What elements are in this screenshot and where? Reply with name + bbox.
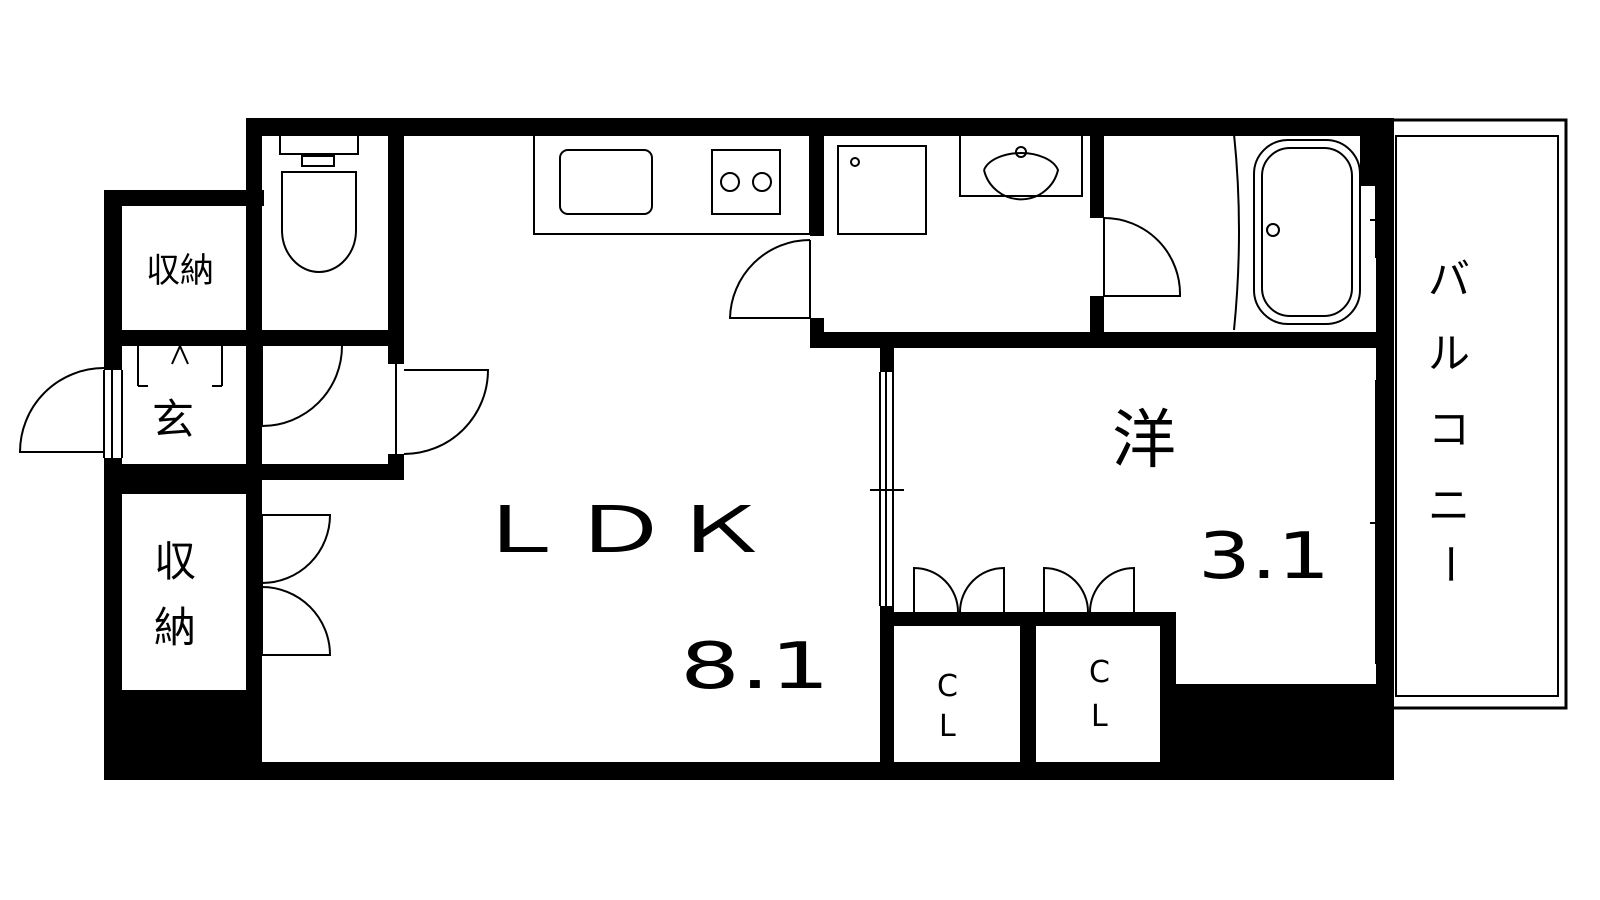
- door-closet-2b: [1089, 566, 1135, 613]
- stove-burner-1: [720, 172, 740, 192]
- wash-basin: [983, 152, 1060, 201]
- balcony-char-1: バ: [1428, 255, 1470, 304]
- bathtub-drain: [1266, 223, 1280, 237]
- balcony-char-4: ニ: [1428, 481, 1470, 530]
- door-closet-2a: [1043, 566, 1089, 613]
- storage-bottom-label-1: 収: [154, 537, 196, 586]
- wall-storage-divider: [104, 330, 402, 346]
- toilet-tank: [279, 133, 359, 155]
- balcony-char-3: コ: [1428, 405, 1470, 454]
- balcony-char-5: ー: [1425, 543, 1474, 585]
- wall-right-bath: [1360, 118, 1394, 186]
- wall-western-left: [880, 332, 894, 372]
- ldk-size: 8.1: [680, 630, 830, 704]
- closet-left-label-2: L: [939, 709, 956, 744]
- bath-curtain: [1233, 133, 1240, 331]
- wall-left-upper: [104, 190, 122, 370]
- wall-wash-left: [810, 118, 824, 236]
- ldk-label: ＬＤＫ: [470, 494, 770, 568]
- closet-right-label-2: L: [1091, 699, 1108, 734]
- windows: [103, 186, 1394, 664]
- fixtures: [137, 133, 1361, 623]
- kitchen-sink: [559, 149, 653, 215]
- door-toilet: [261, 345, 343, 428]
- wash-basin-counter: [959, 134, 1083, 197]
- door-storage-2: [261, 586, 332, 656]
- door-bath: [1103, 217, 1182, 297]
- toilet-bowl: [281, 171, 357, 273]
- wall-wing-inner: [246, 118, 262, 464]
- closet-left-label-1: C: [937, 669, 958, 704]
- door-closet-1b: [959, 566, 1005, 613]
- washing-machine: [837, 145, 927, 235]
- stove-burner-2: [752, 172, 772, 192]
- wall-storage-bottom-top: [104, 480, 262, 494]
- basin-faucet: [1015, 146, 1027, 158]
- kitchen-stove: [711, 149, 781, 215]
- closet-right-label-1: C: [1089, 655, 1110, 690]
- wall-entrance-bottom: [104, 464, 402, 480]
- wall-closet-mid: [1020, 612, 1036, 780]
- wall-western-left-2: [880, 606, 894, 780]
- labels: ＬＤＫ 8.1 洋 3.1 玄 収納 収 納 C L C L バ ル コ ニ ー: [146, 251, 1474, 744]
- storage-bottom-label-2: 納: [154, 603, 196, 652]
- storage-top-label: 収納: [146, 251, 214, 291]
- door-entrance: [18, 367, 105, 453]
- western-label: 洋: [1112, 404, 1176, 478]
- wall-right: [1376, 118, 1394, 780]
- wall-wing-inner-2: [246, 490, 262, 690]
- doors: [18, 217, 1182, 656]
- door-closet-1a: [913, 566, 959, 613]
- door-hall-ldk: [403, 369, 490, 455]
- wall-left-top: [104, 190, 264, 206]
- toilet-seat-top: [301, 155, 335, 167]
- washing-machine-dot: [850, 157, 860, 167]
- western-size: 3.1: [1198, 520, 1330, 594]
- bathtub-inner: [1261, 147, 1353, 317]
- door-storage-1: [261, 514, 332, 584]
- wall-wash-bath-2: [1090, 296, 1104, 346]
- entrance-label: 玄: [152, 395, 194, 444]
- balcony-char-2: ル: [1428, 329, 1470, 378]
- walls: [104, 118, 1394, 780]
- wall-bottom: [104, 762, 1394, 780]
- wall-toilet-right: [388, 118, 404, 364]
- wall-wash-bath: [1090, 118, 1104, 218]
- wall-toilet-right-2: [388, 454, 404, 480]
- bathtub: [1253, 139, 1361, 325]
- door-wash: [728, 239, 811, 319]
- balcony: [1386, 118, 1568, 710]
- kitchen-counter: [533, 133, 811, 235]
- wall-bottom-right-block: [1160, 684, 1394, 780]
